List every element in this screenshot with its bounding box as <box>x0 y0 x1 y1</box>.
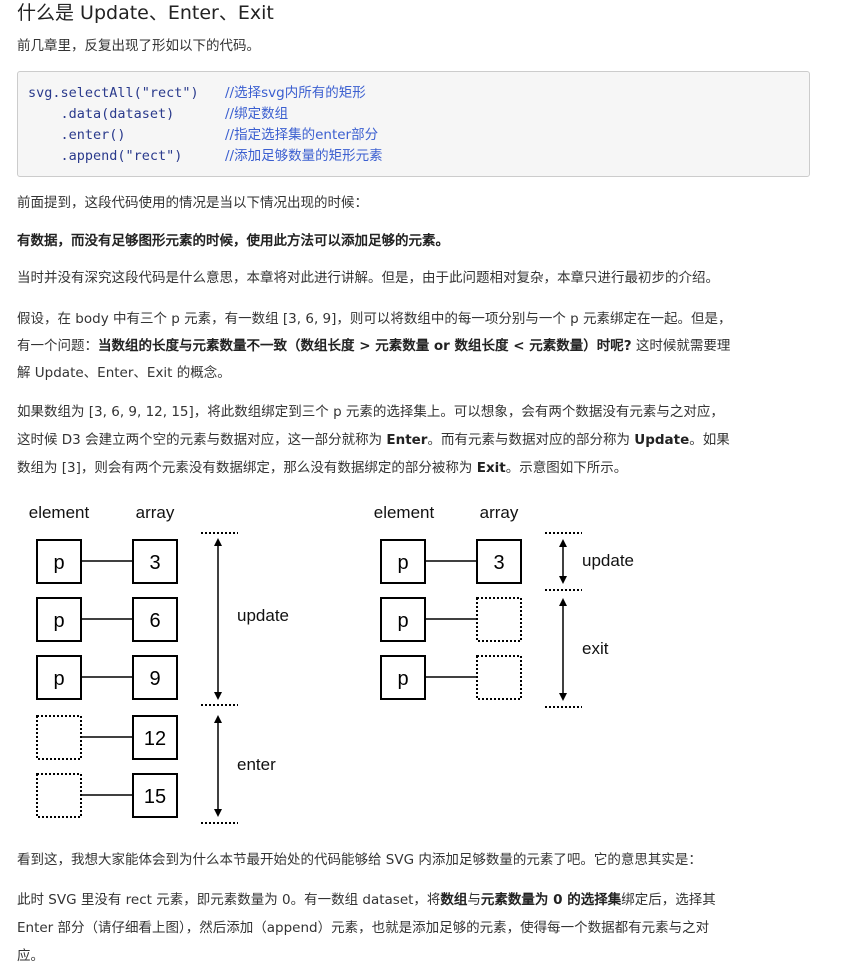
binding-diagram: element array p 3 p 6 p 9 12 <box>29 503 634 824</box>
left-enter-label: enter <box>237 755 276 774</box>
p5-line2e: 。如果 <box>689 432 730 448</box>
data-value: 3 <box>493 552 504 574</box>
data-value: 3 <box>149 552 160 574</box>
paragraph-7: 此时 SVG 里没有 rect 元素，即元素数量为 0。有一数组 dataset… <box>17 886 837 970</box>
right-update-label: update <box>582 551 634 570</box>
left-row-5: 15 <box>36 773 178 818</box>
p5-enter: Enter <box>386 432 428 448</box>
right-row-2: p <box>380 597 522 642</box>
empty-element-box <box>36 773 82 818</box>
p4-line3: 解 Update、Enter、Exit 的概念。 <box>17 365 231 381</box>
data-box <box>132 773 178 818</box>
empty-data-box <box>476 597 522 642</box>
right-element-header: element <box>374 503 435 522</box>
p5-line2a: 这时候 D3 会建立两个空的元素与数据对应，这一部分就称为 <box>17 432 387 448</box>
p7-selection-bold: 元素数量为 0 的选择集 <box>480 892 622 908</box>
right-row-3: p <box>380 655 522 700</box>
page-title: 什么是 Update、Enter、Exit <box>17 2 274 24</box>
element-box <box>36 597 82 642</box>
data-box <box>476 539 522 584</box>
p7-line3: 应。 <box>17 948 44 964</box>
data-value: 12 <box>144 728 166 750</box>
code-comment: //绑定数组 <box>225 106 289 122</box>
code-line: .append("rect") <box>28 148 183 164</box>
code-line: svg.selectAll("rect") <box>28 85 199 101</box>
p7-line1c: 与 <box>467 892 481 908</box>
p5-line3a: 数组为 [3]，则会有两个元素没有数据绑定，那么没有数据绑定的部分被称为 <box>17 460 477 476</box>
code-line: .enter() <box>28 127 126 143</box>
p7-array-bold: 数组 <box>440 892 468 908</box>
p4-line2a: 有一个问题： <box>17 338 98 354</box>
element-box <box>380 597 426 642</box>
data-box <box>132 597 178 642</box>
element-label: p <box>397 668 408 690</box>
element-label: p <box>53 552 64 574</box>
p5-line2c: 。而有元素与数据对应的部分称为 <box>427 432 635 448</box>
element-box <box>36 539 82 584</box>
left-array-header: array <box>136 503 175 522</box>
arrow-head-up <box>214 538 222 546</box>
data-box <box>132 655 178 700</box>
code-line: .data(dataset) <box>28 106 175 122</box>
arrow-head-down <box>214 692 222 700</box>
code-block: svg.selectAll("rect") //选择svg内所有的矩形 .dat… <box>17 71 810 177</box>
element-label: p <box>53 610 64 632</box>
element-label: p <box>397 610 408 632</box>
paragraph-2-bold: 有数据，而没有足够图形元素的时候，使用此方法可以添加足够的元素。 <box>17 233 449 249</box>
p7-line1e: 绑定后，选择其 <box>621 892 716 908</box>
code-comment: //选择svg内所有的矩形 <box>225 85 366 101</box>
left-row-3: p 9 <box>36 655 178 700</box>
p7-line2: Enter 部分（请仔细看上图），然后添加（append）元素，也就是添加足够的… <box>17 920 710 936</box>
code-comment: //添加足够数量的矩形元素 <box>225 148 383 164</box>
right-diagram: element array p 3 p p update <box>374 503 634 708</box>
code-comment: //指定选择集的enter部分 <box>225 127 379 143</box>
p7-line1a: 此时 SVG 里没有 rect 元素，即元素数量为 0。有一数组 dataset… <box>17 892 441 908</box>
right-array-header: array <box>480 503 519 522</box>
empty-data-box <box>476 655 522 700</box>
paragraph-5: 如果数组为 [3, 6, 9, 12, 15]，将此数组绑定到三个 p 元素的选… <box>17 398 837 482</box>
paragraph-3: 当时并没有深究这段代码是什么意思，本章将对此进行讲解。但是，由于此问题相对复杂，… <box>17 270 719 286</box>
data-value: 9 <box>149 668 160 690</box>
data-box <box>132 715 178 760</box>
left-element-header: element <box>29 503 90 522</box>
left-row-2: p 6 <box>36 597 178 642</box>
left-row-1: p 3 <box>36 539 178 584</box>
p5-update: Update <box>634 432 690 448</box>
arrow-head-down <box>214 809 222 817</box>
element-label: p <box>397 552 408 574</box>
right-exit-label: exit <box>582 639 609 658</box>
arrow-head-up <box>214 715 222 723</box>
paragraph-4: 假设，在 body 中有三个 p 元素，有一数组 [3, 6, 9]，则可以将数… <box>17 306 837 387</box>
arrow-head-down <box>559 576 567 584</box>
element-label: p <box>53 668 64 690</box>
left-diagram: element array p 3 p 6 p 9 12 <box>29 503 289 824</box>
right-row-1: p 3 <box>380 539 522 584</box>
p4-line1: 假设，在 body 中有三个 p 元素，有一数组 [3, 6, 9]，则可以将数… <box>17 311 732 327</box>
paragraph-1: 前面提到，这段代码使用的情况是当以下情况出现的时候： <box>17 195 368 211</box>
paragraph-6: 看到这，我想大家能体会到为什么本节最开始处的代码能够给 SVG 内添加足够数量的… <box>17 852 702 868</box>
arrow-head-down <box>559 693 567 701</box>
arrow-head-up <box>559 598 567 606</box>
data-value: 15 <box>144 786 166 808</box>
data-value: 6 <box>149 610 160 632</box>
data-box <box>132 539 178 584</box>
intro-text: 前几章里，反复出现了形如以下的代码。 <box>17 38 260 54</box>
p5-line1: 如果数组为 [3, 6, 9, 12, 15]，将此数组绑定到三个 p 元素的选… <box>17 404 724 420</box>
p5-line3c: 。示意图如下所示。 <box>505 460 628 476</box>
p4-line2b: 当数组的长度与元素数量不一致（数组长度 > 元素数量 or 数组长度 < 元素数… <box>98 338 632 354</box>
empty-element-box <box>36 715 82 760</box>
left-row-4: 12 <box>36 715 178 760</box>
left-update-label: update <box>237 606 289 625</box>
p4-line2c: 这时候就需要理 <box>631 338 731 354</box>
arrow-head-up <box>559 539 567 547</box>
p5-exit: Exit <box>476 460 506 476</box>
